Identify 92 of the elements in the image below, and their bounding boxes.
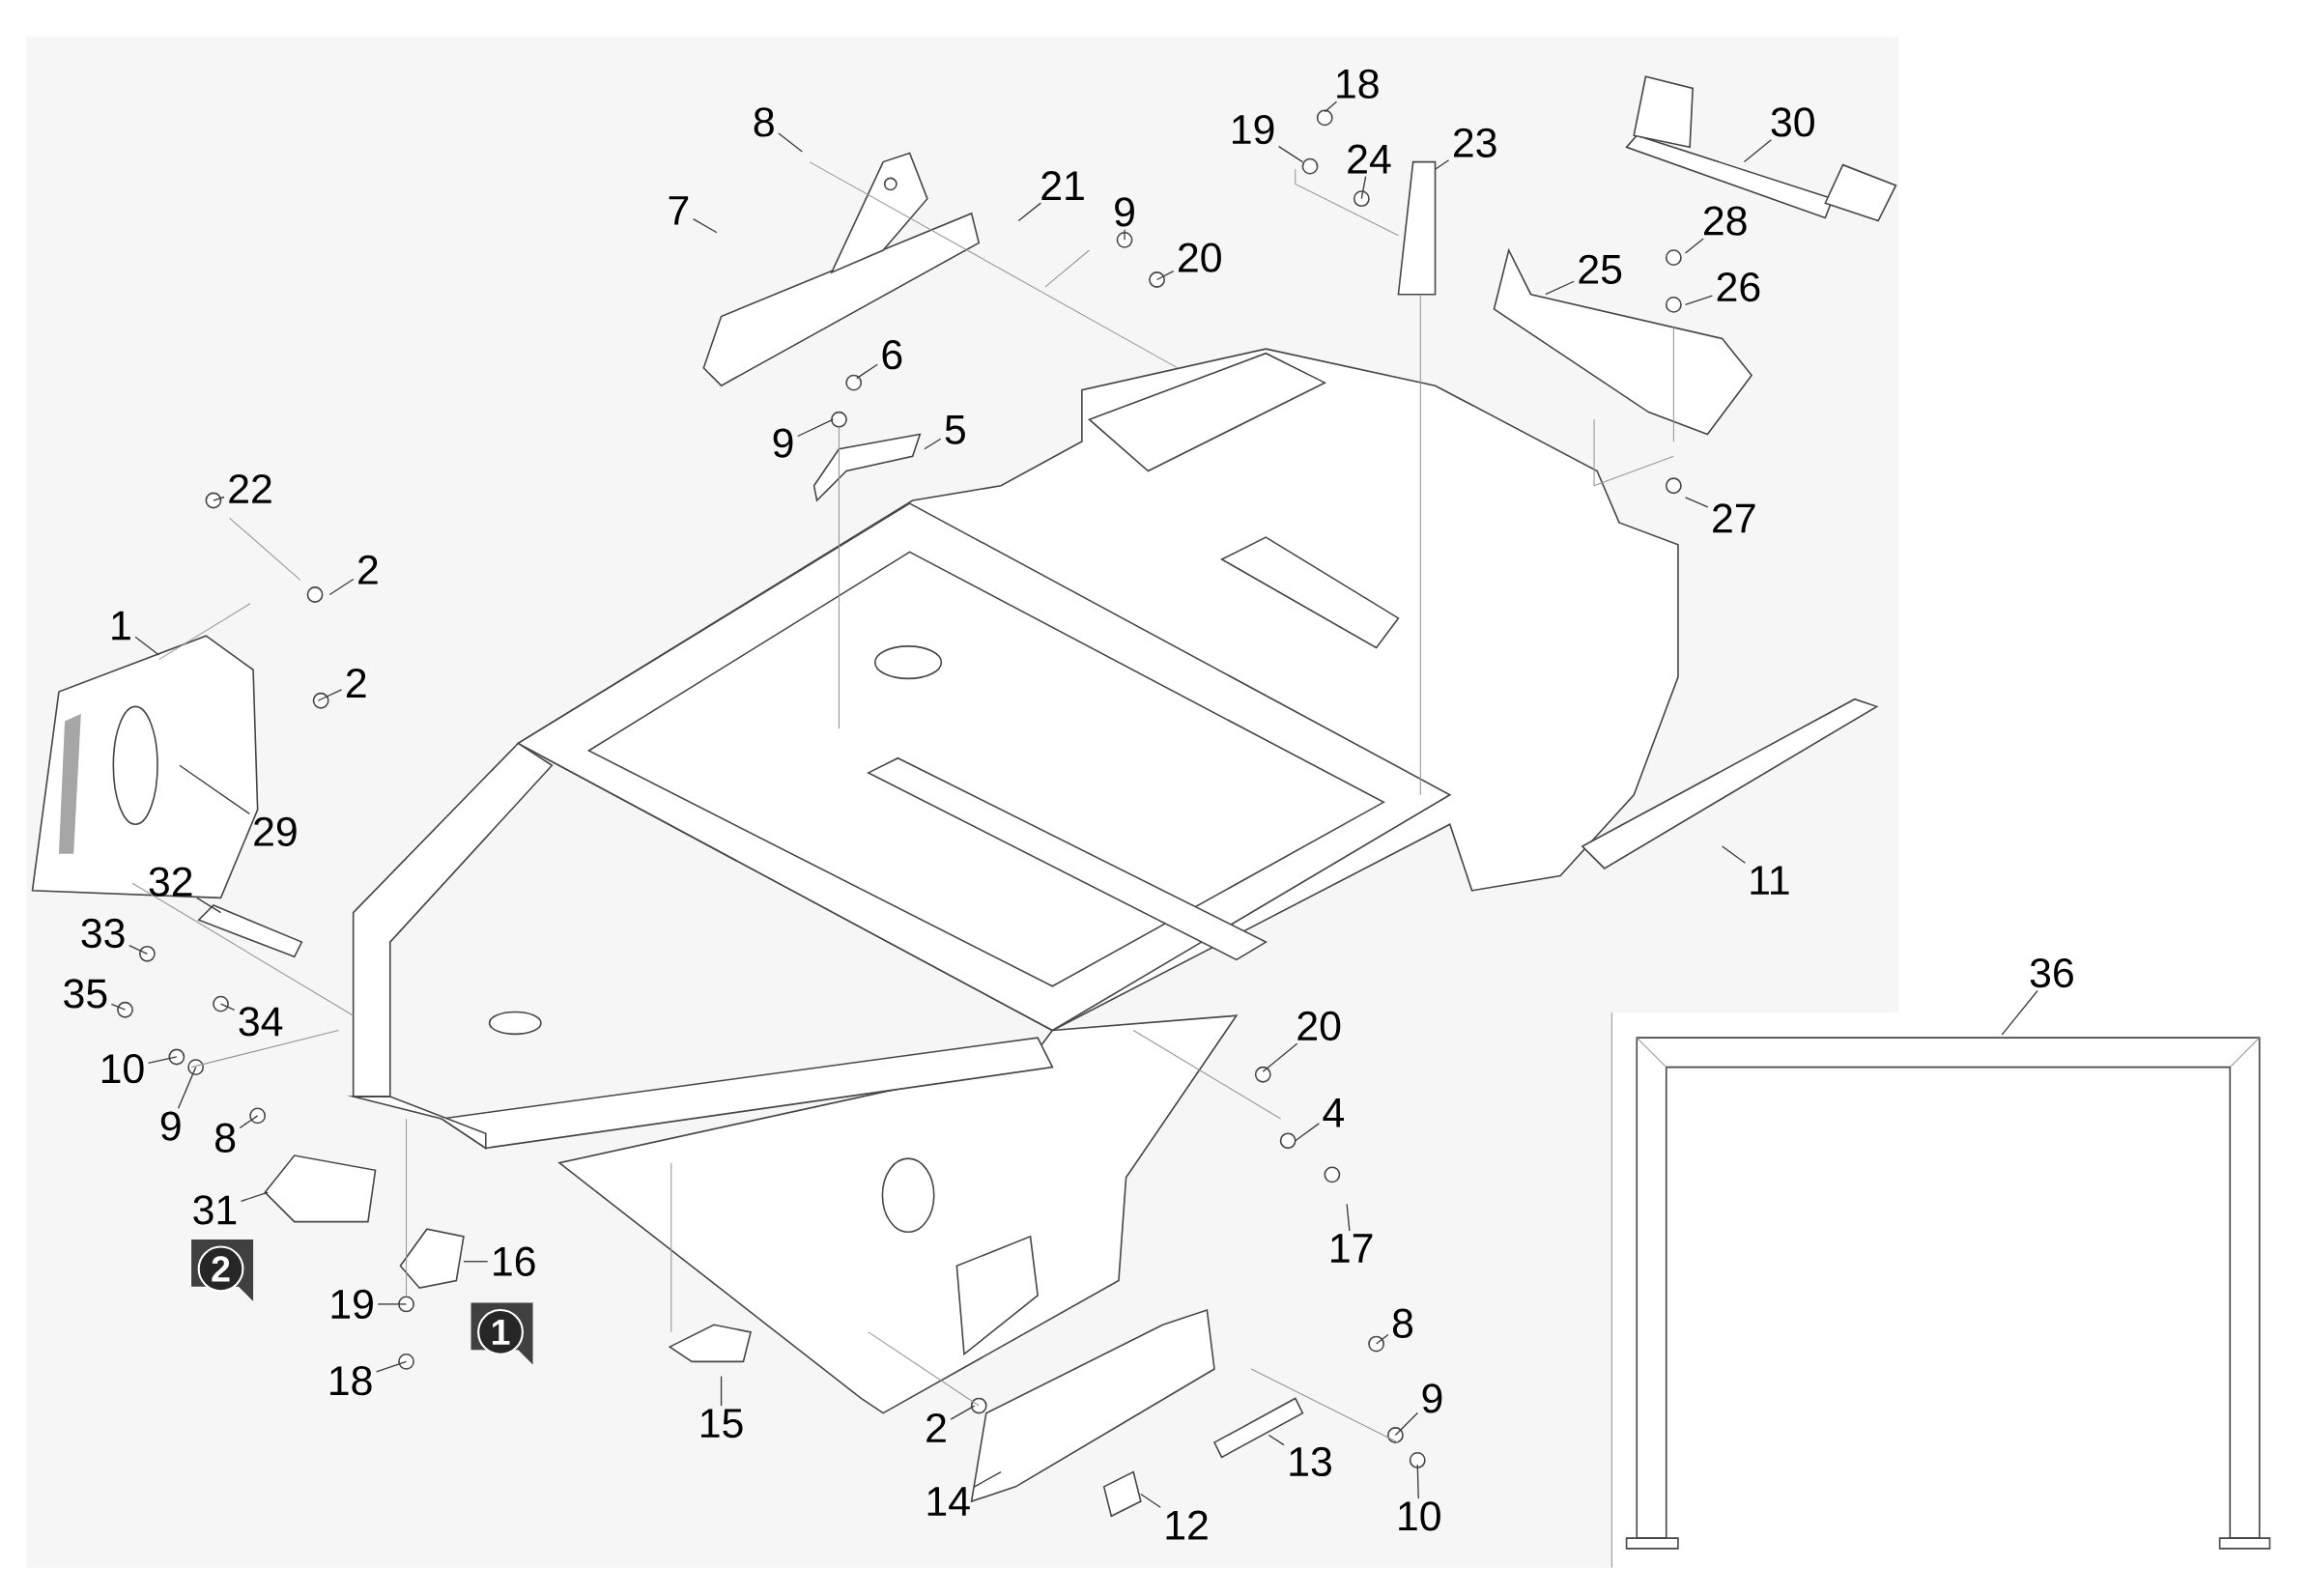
callout-number: 32 <box>149 867 192 897</box>
leader-line <box>213 497 225 501</box>
callout-number: 8 <box>1392 1308 1413 1339</box>
leader-line <box>973 1471 1002 1488</box>
leader-line <box>1375 1334 1389 1345</box>
leader-line <box>134 636 160 656</box>
leader-line <box>1346 1203 1351 1232</box>
leader-line <box>1324 100 1338 113</box>
leader-line <box>1268 1435 1285 1446</box>
callout-number: 22 <box>229 474 271 503</box>
leader-line <box>778 132 804 153</box>
callout-number: 9 <box>1115 197 1134 227</box>
leader-line <box>328 579 355 596</box>
callout-number: 19 <box>1233 115 1274 145</box>
callout-number: 1 <box>112 612 130 641</box>
callout-number: 6 <box>882 340 902 370</box>
callout-number: 9 <box>160 1111 181 1141</box>
callout-number: 34 <box>239 1007 283 1037</box>
callout-number: 10 <box>101 1054 144 1084</box>
callout-number: 23 <box>1454 128 1496 158</box>
leader-line <box>924 438 942 450</box>
leader-line <box>1684 295 1714 306</box>
leader-line <box>1743 139 1772 163</box>
callout-number: 5 <box>945 415 965 445</box>
callout-number: 2 <box>926 1413 946 1443</box>
leader-line <box>377 1303 408 1305</box>
callout-number: 19 <box>331 1290 373 1320</box>
callout-number: 11 <box>1751 866 1789 896</box>
callout-number: 27 <box>1713 503 1755 533</box>
callout-number: 16 <box>494 1246 535 1277</box>
leader-line <box>1140 1494 1161 1509</box>
callout-number: 18 <box>1337 69 1379 100</box>
leader-line <box>317 689 343 702</box>
leader-line <box>376 1360 408 1373</box>
callout-number: 24 <box>1348 144 1391 174</box>
callout-number: 28 <box>1704 206 1747 236</box>
leader-line <box>1262 1042 1298 1073</box>
leader-line <box>1295 1123 1320 1142</box>
leader-line <box>1360 176 1367 200</box>
leader-line <box>110 1004 127 1012</box>
callout-number: 25 <box>1579 254 1622 285</box>
callout-number: 35 <box>64 979 107 1009</box>
callout-number: 30 <box>1771 107 1814 137</box>
leader-line <box>219 1003 236 1012</box>
callout-number: 26 <box>1717 272 1760 302</box>
leader-line <box>797 418 835 438</box>
callout-number: 31 <box>193 1195 237 1225</box>
callout-number: 18 <box>330 1366 372 1396</box>
callout-number: 4 <box>1323 1098 1345 1127</box>
leader-line <box>1434 159 1450 171</box>
callout-number: 20 <box>1297 1012 1341 1041</box>
leader-line <box>128 945 149 955</box>
leader-line <box>856 363 878 380</box>
callout-number: 12 <box>1166 1510 1208 1540</box>
callout-number: 14 <box>927 1487 970 1517</box>
leader-line <box>1394 1412 1419 1437</box>
callout-number: 29 <box>254 816 297 847</box>
callout-number: 21 <box>1041 171 1084 201</box>
callout-number: 8 <box>215 1123 236 1154</box>
leader-line <box>720 1376 723 1408</box>
leader-line <box>239 1115 259 1129</box>
callout-number: 8 <box>754 107 774 137</box>
leader-line <box>1721 845 1747 865</box>
callout-number: 33 <box>81 919 125 949</box>
callout-number: 17 <box>1331 1234 1373 1263</box>
leader-line <box>692 218 718 234</box>
callout-number: 2 <box>358 555 378 584</box>
callout-number: 9 <box>773 428 793 458</box>
leader-line <box>1277 146 1304 163</box>
callout-number: 9 <box>1422 1383 1442 1413</box>
leader-line <box>1416 1464 1419 1499</box>
leader-line <box>463 1261 489 1263</box>
leader-line <box>1155 271 1175 281</box>
callout-number: 15 <box>701 1409 743 1439</box>
callout-number: 2 <box>346 669 366 698</box>
leader-line <box>1684 238 1704 254</box>
leader-line <box>196 897 222 914</box>
callout-number: 7 <box>669 196 689 225</box>
callout-number: 20 <box>1179 242 1221 272</box>
leader-line <box>147 1056 178 1065</box>
callout-number: 36 <box>2030 958 2073 988</box>
leader-line <box>240 1191 269 1203</box>
leader-line <box>179 764 251 815</box>
leader-line <box>1124 229 1126 242</box>
leader-line <box>950 1405 976 1421</box>
callout-number: 13 <box>1290 1447 1331 1477</box>
callout-number: 10 <box>1399 1501 1440 1531</box>
leader-line <box>177 1067 197 1110</box>
leader-line <box>1684 497 1709 508</box>
leader-line <box>1545 280 1575 296</box>
leader-line <box>2001 990 2038 1036</box>
leader-line <box>1017 202 1041 222</box>
